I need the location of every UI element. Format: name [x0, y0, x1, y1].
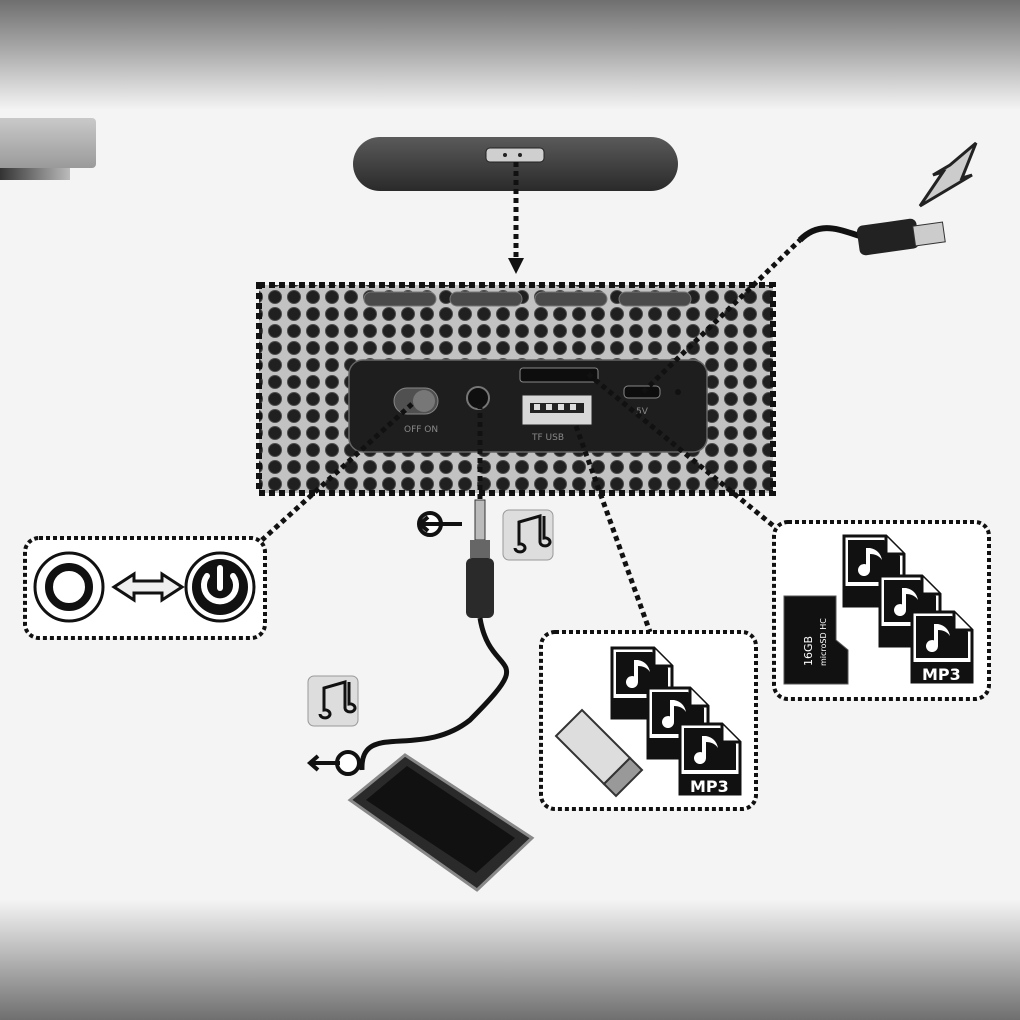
micro-usb-cable-icon — [800, 218, 945, 256]
audio-input-icon — [419, 513, 462, 535]
mp3-label: MP3 — [922, 665, 961, 684]
mp3-label: MP3 — [690, 777, 729, 796]
lightning-icon — [920, 143, 976, 206]
aux-cable-icon — [362, 500, 507, 770]
tablet-icon — [350, 755, 532, 890]
sd-brand-label: microSD HC — [819, 618, 828, 666]
down-arrow-icon — [508, 258, 524, 274]
music-notes-icon — [503, 510, 553, 560]
music-notes-icon — [308, 676, 358, 726]
sd-capacity-label: 16GB — [802, 636, 815, 666]
usb-port-label: TF USB — [531, 433, 564, 443]
power-off-icon — [35, 553, 103, 621]
power-on-icon — [186, 553, 254, 621]
audio-output-icon — [310, 752, 359, 774]
power-switch-label: OFF ON — [404, 425, 438, 435]
